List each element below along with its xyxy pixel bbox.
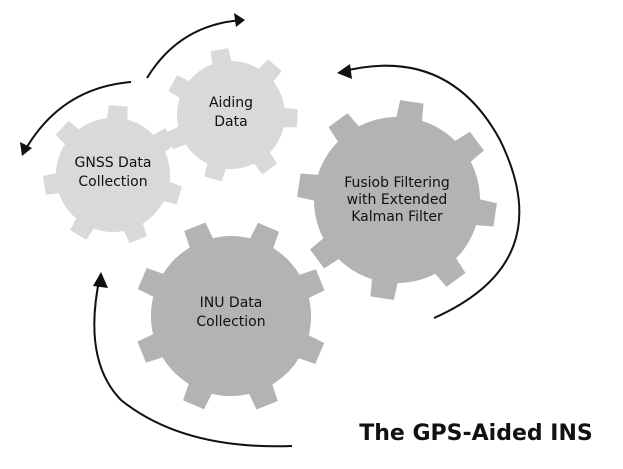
gear-label-gnss-line-1: GNSS Data <box>75 155 152 171</box>
diagram-title: The GPS-Aided INS <box>359 421 593 446</box>
gears-layer <box>43 48 497 410</box>
cycle-arrowhead-left <box>20 142 32 156</box>
gear-inu <box>137 222 325 410</box>
cycle-arrowhead-right <box>337 64 352 79</box>
gear-gnss <box>43 105 182 243</box>
cycle-arrowhead-top <box>234 13 245 27</box>
cycle-arrow-left <box>23 81 132 153</box>
gear-label-gnss-line-2: Collection <box>78 174 147 190</box>
cycle-arrow-top <box>146 19 244 79</box>
cycle-arrow-right <box>339 64 521 319</box>
gear-fusion <box>297 100 497 300</box>
arrows-layer <box>20 13 521 448</box>
gear-label-fusion-line-3: Kalman Filter <box>351 209 443 225</box>
gear-label-inu-line-2: Collection <box>196 314 265 330</box>
gear-label-inu-line-1: INU Data <box>200 295 263 311</box>
gear-label-fusion-line-1: Fusiob Filtering <box>344 175 450 191</box>
cycle-arrow-bottom <box>93 275 293 448</box>
gear-aiding <box>166 48 298 182</box>
gear-label-aiding-line-1: Aiding <box>209 95 253 111</box>
labels-layer: GNSS Data Collection Aiding Data Fusiob … <box>75 95 450 330</box>
gear-label-fusion-line-2: with Extended <box>347 192 448 208</box>
cycle-arrowhead-bottom <box>93 272 108 288</box>
gear-label-aiding-line-2: Data <box>214 114 247 130</box>
